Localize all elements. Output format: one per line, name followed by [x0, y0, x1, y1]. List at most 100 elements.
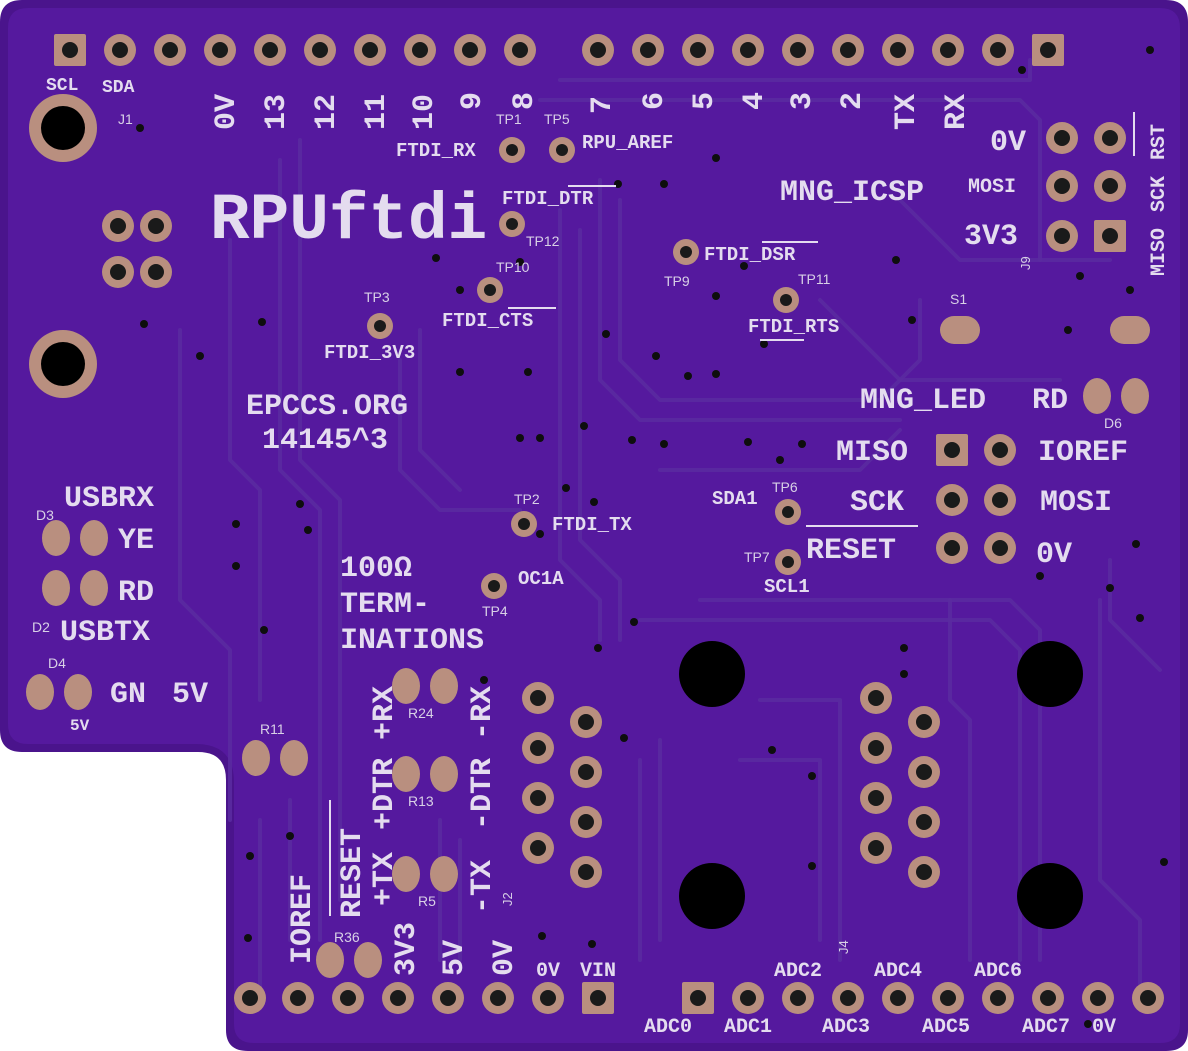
label-adc0: ADC0 [644, 1016, 692, 1039]
header-bottom-left [234, 982, 614, 1014]
label-adc2: ADC2 [774, 960, 822, 983]
header-j1 [54, 34, 536, 66]
label-website: EPCCS.ORG [246, 390, 408, 424]
label-adc5: ADC5 [922, 1016, 970, 1039]
label-3v3-bottom: 3V3 [390, 922, 424, 976]
ref-j2: J2 [500, 892, 515, 906]
label-10: 10 [408, 94, 442, 130]
label-term-3: INATIONS [340, 624, 484, 658]
led-d4 [26, 674, 92, 710]
label-ftdi-rts: FTDI_RTS [748, 316, 839, 338]
icsp-right-sck: SCK [1148, 176, 1171, 212]
label-ftdi-rx: FTDI_RX [396, 140, 476, 162]
label-0v-bottom: 0V [488, 940, 522, 976]
icsp-right-miso: MISO [1148, 228, 1171, 276]
ref-tp10: TP10 [496, 259, 530, 275]
connector-j2 [522, 682, 602, 888]
label-sda1: SDA1 [712, 488, 758, 510]
label-scl: SCL [46, 76, 78, 96]
label-ioref-bottom: IOREF [286, 874, 320, 964]
ref-r5: R5 [418, 893, 436, 909]
ref-tp4: TP4 [482, 603, 508, 619]
label-dtr-rx-neg: -DTR -RX [466, 686, 500, 830]
ref-tp6: TP6 [772, 479, 798, 495]
ref-r13: R13 [408, 793, 434, 809]
label-mng-led: MNG_LED [860, 384, 986, 418]
header-top-right [582, 34, 1064, 66]
label-0v-small: 0V [536, 960, 560, 983]
connector-right [860, 682, 940, 888]
led-d2 [42, 570, 108, 606]
label-usbrx: USBRX [64, 482, 154, 516]
label-oc1a: OC1A [518, 568, 564, 590]
label-adc4: ADC4 [874, 960, 922, 983]
label-scl1: SCL1 [764, 576, 810, 598]
ref-d3: D3 [36, 507, 54, 523]
label-4: 4 [738, 92, 772, 110]
label-ftdi-tx: FTDI_TX [552, 514, 632, 536]
icsp-header-2 [936, 434, 1016, 564]
icsp-left-3v3: 3V3 [964, 220, 1018, 254]
label-vin: VIN [580, 960, 616, 983]
label-ftdi-dtr: FTDI_DTR [502, 188, 594, 210]
ref-tp2: TP2 [514, 491, 540, 507]
label-5: 5 [688, 92, 722, 110]
label-adc1: ADC1 [724, 1016, 772, 1039]
label-sda: SDA [102, 78, 135, 98]
ref-tp12: TP12 [526, 233, 560, 249]
label-ftdi-cts: FTDI_CTS [442, 310, 533, 332]
icsp-left-0v: 0V [990, 126, 1026, 160]
label-7: 7 [586, 96, 620, 114]
label-mng-icsp: MNG_ICSP [780, 176, 924, 210]
hdr2-right-0v: 0V [1036, 538, 1072, 572]
hdr2-left-miso: MISO [836, 436, 908, 470]
label-11: 11 [360, 94, 394, 130]
ref-tp9: TP9 [664, 273, 690, 289]
hdr2-right-mosi: MOSI [1040, 486, 1112, 520]
label-power-color: GN [110, 678, 146, 712]
label-usbrx-color: YE [118, 524, 154, 558]
led-d6 [1083, 378, 1149, 414]
test-points [367, 137, 801, 599]
copper-traces [178, 58, 1162, 992]
label-usbtx: USBTX [60, 616, 150, 650]
ref-tp11: TP11 [798, 271, 831, 287]
overline-marks [329, 112, 1135, 916]
label-power-5v: 5V [172, 678, 208, 712]
icsp-header [1046, 122, 1126, 252]
label-12: 12 [310, 94, 344, 130]
label-3: 3 [786, 92, 820, 110]
ref-j4: J4 [836, 940, 851, 954]
icsp-right-rst: RST [1148, 124, 1171, 160]
label-usbtx-color: RD [118, 576, 154, 610]
label-adc6: ADC6 [974, 960, 1022, 983]
mounting-holes [29, 94, 1083, 929]
label-adc3: ADC3 [822, 1016, 870, 1039]
header-j4 [682, 982, 1164, 1014]
label-ftdi-3v3: FTDI_3V3 [324, 342, 415, 364]
resistors [242, 668, 458, 978]
label-adc7: ADC7 [1022, 1016, 1070, 1039]
label-rx: RX [940, 94, 974, 130]
hdr2-left-sck: SCK [850, 486, 904, 520]
ref-j1: J1 [118, 111, 133, 127]
label-reset-rot: RESET [336, 828, 370, 918]
led-d3 [42, 520, 108, 556]
hdr2-left-reset: RESET [806, 534, 896, 568]
label-ftdi-dsr: FTDI_DSR [704, 244, 796, 266]
ref-d4: D4 [48, 655, 66, 671]
vias [136, 46, 1168, 1028]
label-0v-adc: 0V [1092, 1016, 1116, 1039]
ref-tp5: TP5 [544, 111, 570, 127]
ref-tp7: TP7 [744, 549, 770, 565]
label-0v-top: 0V [210, 94, 244, 130]
hdr2-right-ioref: IOREF [1038, 436, 1128, 470]
pad-grid-left [102, 210, 172, 288]
ref-r24: R24 [408, 705, 434, 721]
label-term-1: 100Ω [340, 552, 412, 586]
label-dtr-rx-pos: +DTR +RX [368, 686, 402, 830]
ref-tp1: TP1 [496, 111, 522, 127]
ref-r36: R36 [334, 929, 360, 945]
switch-s1 [940, 316, 1150, 344]
